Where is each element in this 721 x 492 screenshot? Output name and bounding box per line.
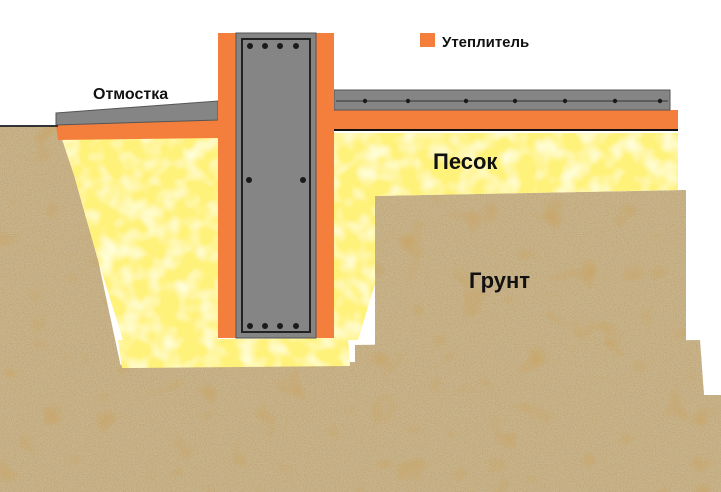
wall-rebar-dot <box>293 323 299 329</box>
legend: Утеплитель <box>420 33 529 51</box>
foundation-wall <box>218 32 334 339</box>
legend-insulation-swatch <box>420 33 435 47</box>
wall-insulation-left <box>218 33 236 338</box>
sand-label: Песок <box>433 149 498 174</box>
wall-rebar-dot <box>247 43 253 49</box>
blind-area-label: Отмостка <box>93 86 168 103</box>
floor-rebar-dot <box>562 98 568 104</box>
wall-reinforcement-cage <box>241 38 311 333</box>
blind-area-insulation <box>56 120 218 140</box>
floor-rebar-dot <box>405 98 411 104</box>
floor-rebar-dot <box>612 98 618 104</box>
wall-rebar-dot <box>293 43 299 49</box>
floor-rebar-dot <box>463 98 469 104</box>
floor-rebar-dot <box>512 98 518 104</box>
wall-rebar-dot <box>262 323 268 329</box>
wall-concrete <box>235 32 317 339</box>
floor-rebar-dot <box>657 98 663 104</box>
floor-insulation <box>334 110 678 130</box>
floor-slab <box>333 89 678 131</box>
floor-rebar-dots <box>362 98 663 104</box>
wall-rebar-dots <box>246 43 306 329</box>
wall-rebar-dot <box>300 177 306 183</box>
legend-insulation-label: Утеплитель <box>442 34 529 51</box>
blind-area <box>0 100 219 140</box>
wall-rebar-dot <box>277 43 283 49</box>
wall-rebar-dot <box>247 323 253 329</box>
wall-rebar-dot <box>246 177 252 183</box>
soil-label: Грунт <box>469 268 530 293</box>
soil-layer <box>0 127 721 492</box>
floor-rebar-dot <box>362 98 368 104</box>
wall-insulation-right <box>316 33 334 338</box>
floor-screed <box>333 89 671 111</box>
wall-rebar-dot <box>277 323 283 329</box>
sand-layer <box>58 127 678 368</box>
wall-rebar-dot <box>262 43 268 49</box>
